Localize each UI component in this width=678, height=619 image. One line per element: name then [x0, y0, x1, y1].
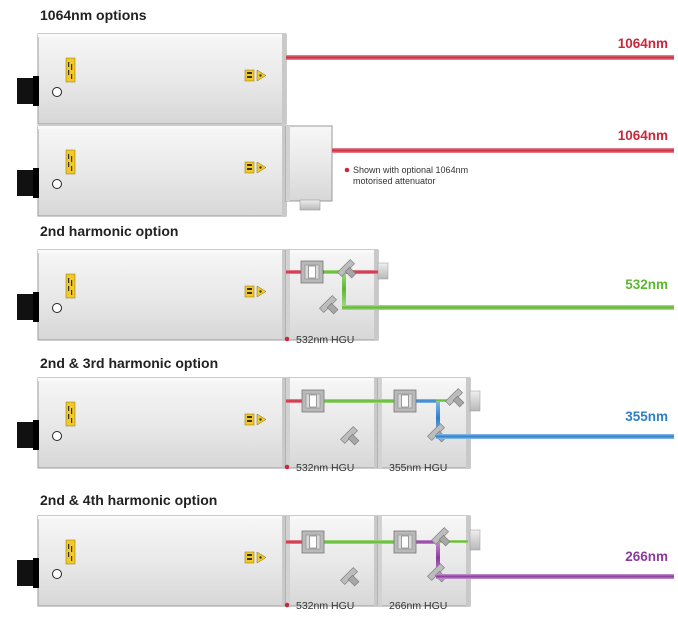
hgu-bullet [284, 602, 290, 608]
section-title: 2nd & 3rd harmonic option [40, 355, 218, 371]
section-2nd-3rd-harmonic: 2nd & 3rd harmonic option 355nm 532nm HG… [16, 355, 674, 474]
hgu-label: 266nm HGU [389, 600, 447, 612]
section-2nd-4th-harmonic: 2nd & 4th harmonic option 266nm 532nm HG… [16, 492, 674, 612]
crystal-holder [301, 389, 325, 413]
hgu-label: 532nm HGU [296, 334, 354, 346]
hgu-label: 355nm HGU [389, 462, 447, 474]
crystal-holder [393, 530, 417, 554]
beam-266nm [436, 574, 674, 579]
laser-head [16, 515, 287, 607]
section-1064nm-options: 1064nm options 1064nm [16, 7, 674, 125]
wavelength-label: 1064nm [618, 36, 668, 51]
note-line-2: motorised attenuator [353, 176, 436, 186]
crystal-holder [300, 260, 324, 284]
wavelength-label: 532nm [625, 277, 668, 292]
hgu-label: 532nm HGU [296, 600, 354, 612]
hgu-532nm [285, 515, 379, 607]
wavelength-label: 266nm [625, 549, 668, 564]
wavelength-label: 355nm [625, 409, 668, 424]
hgu-532nm [285, 377, 379, 469]
wavelength-label: 1064nm [618, 128, 668, 143]
hgu-bullet [284, 336, 290, 342]
section-title: 2nd & 4th harmonic option [40, 492, 217, 508]
section-title: 1064nm options [40, 7, 147, 23]
beam-355nm [436, 434, 674, 439]
beam-532nm [342, 305, 674, 310]
laser-head [16, 33, 287, 125]
section-1064nm-attenuator: 1064nm Shown with optional 1064nm motori… [16, 125, 674, 217]
crystal-holder [301, 530, 325, 554]
beam-1064nm [332, 148, 674, 153]
hgu-266nm [377, 515, 471, 607]
section-2nd-harmonic: 2nd harmonic option 532nm 532nm HGU [16, 223, 674, 346]
section-title: 2nd harmonic option [40, 223, 178, 239]
hgu-bullet [284, 464, 290, 470]
crystal-holder [393, 389, 417, 413]
beam-1064nm [286, 55, 674, 60]
note-line-1: Shown with optional 1064nm [353, 165, 468, 175]
laser-head [16, 249, 287, 341]
hgu-label: 532nm HGU [296, 462, 354, 474]
note-bullet [344, 167, 350, 173]
laser-head [16, 125, 287, 217]
laser-head [16, 377, 287, 469]
motorised-attenuator [285, 125, 333, 211]
hgu-532nm [285, 249, 379, 341]
